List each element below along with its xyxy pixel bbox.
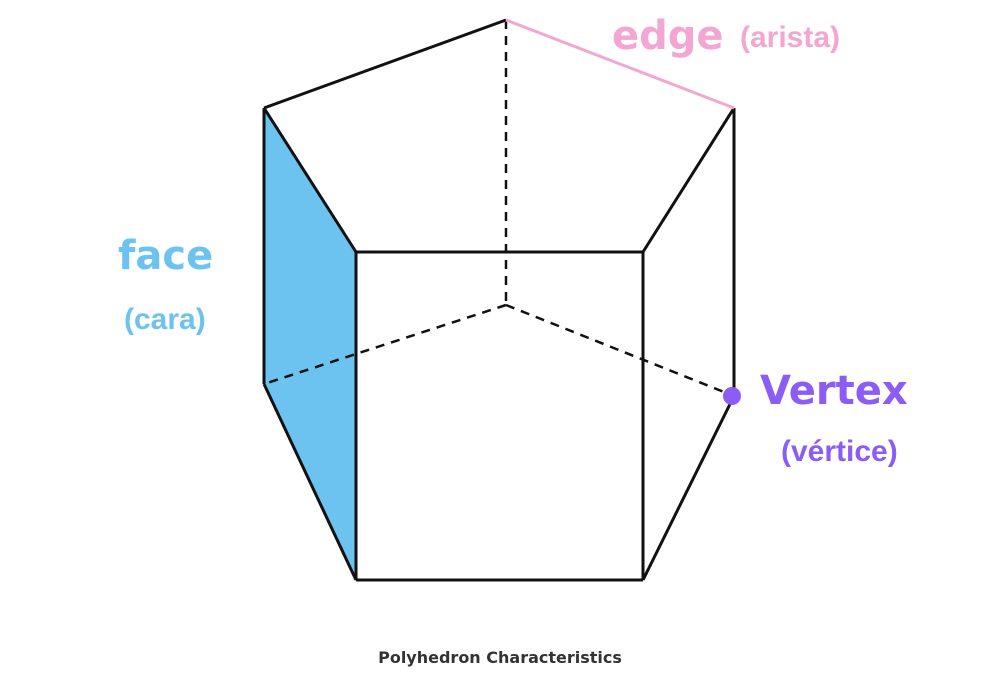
hidden-edges bbox=[263, 20, 735, 398]
top-edge-front-right bbox=[641, 107, 736, 253]
visible-edges bbox=[262, 18, 736, 582]
highlighted-face bbox=[264, 108, 356, 580]
face-label-spanish: (cara) bbox=[124, 303, 206, 336]
top-edge-back-left bbox=[263, 18, 507, 110]
diagram-caption: Polyhedron Characteristics bbox=[378, 648, 622, 667]
hidden-bottom-edge-right bbox=[505, 303, 735, 398]
top-edge-front-left bbox=[262, 107, 358, 253]
bottom-edge-right bbox=[641, 395, 736, 581]
highlighted-edge bbox=[505, 18, 735, 110]
edge-label: edge bbox=[612, 13, 724, 59]
highlighted-vertex bbox=[723, 387, 741, 405]
vertex-label: Vertex bbox=[760, 368, 908, 414]
face-label: face bbox=[118, 233, 214, 279]
edge-label-spanish: (arista) bbox=[740, 21, 841, 54]
vertex-label-spanish: (vértice) bbox=[781, 435, 898, 468]
bottom-edge-left bbox=[262, 383, 358, 581]
hidden-bottom-edge-left bbox=[263, 303, 507, 386]
